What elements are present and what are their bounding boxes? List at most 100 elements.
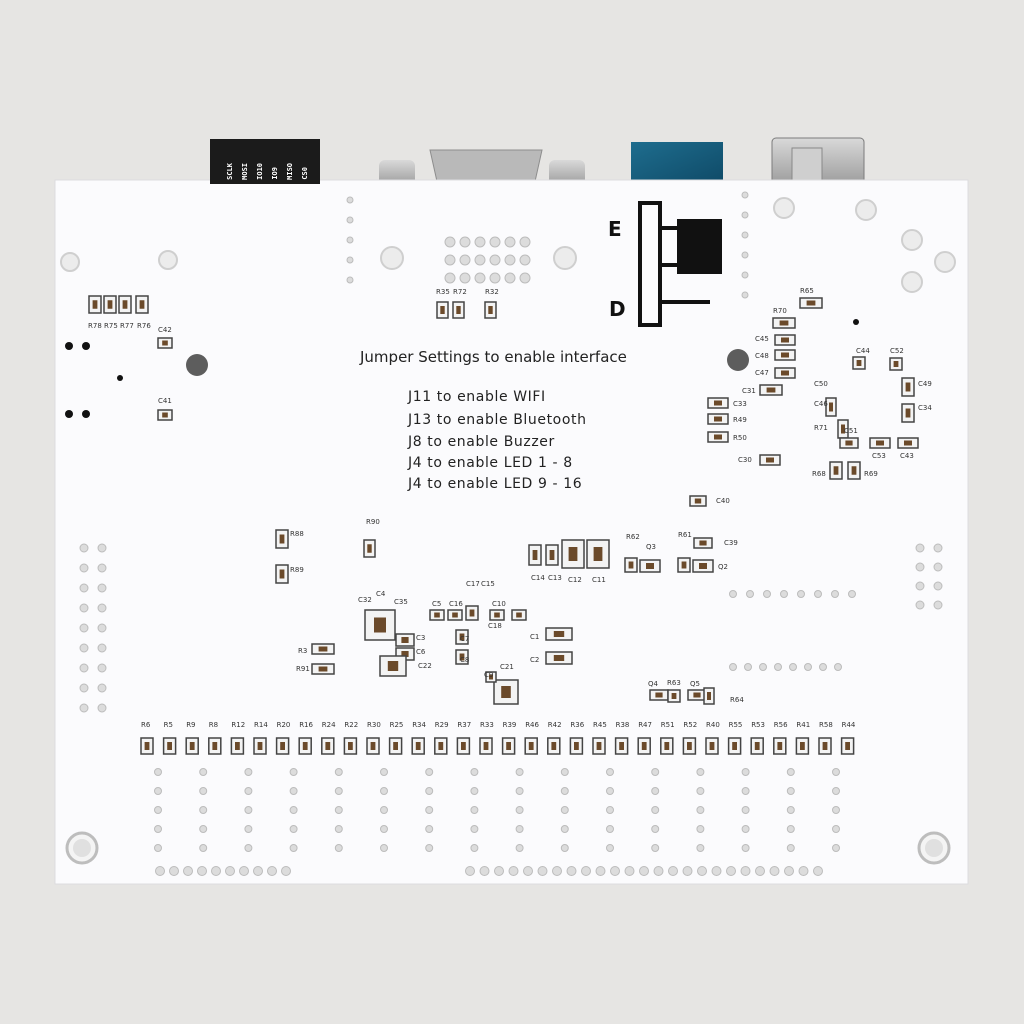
label-c33: C33 <box>733 400 747 408</box>
pad <box>560 787 569 795</box>
smd-part <box>727 737 742 755</box>
pad <box>848 590 856 598</box>
jumper-line-led-9-16: J4 to enable LED 9 - 16 <box>408 476 583 492</box>
pad <box>380 806 388 814</box>
smd-part <box>455 649 469 665</box>
label-r76: R76 <box>137 322 151 330</box>
pad <box>933 562 943 572</box>
smd-part <box>677 557 691 573</box>
label-r89: R89 <box>290 566 304 574</box>
pad <box>711 866 722 876</box>
pad <box>459 254 471 266</box>
pad <box>537 866 548 876</box>
pad <box>786 825 795 833</box>
smd-part <box>818 737 832 755</box>
label-c12: C12 <box>568 576 582 584</box>
pad <box>199 844 208 852</box>
label-c5: C5 <box>432 600 442 608</box>
mount-hole <box>186 354 208 376</box>
label-c8: C8 <box>460 656 470 664</box>
smd-part <box>869 437 891 449</box>
smd-part <box>852 356 866 370</box>
smd-part <box>447 609 463 621</box>
smd-part <box>897 437 919 449</box>
pad <box>479 866 490 876</box>
pad <box>79 583 89 593</box>
pad <box>225 866 235 876</box>
pad <box>199 787 208 795</box>
smd-part <box>901 377 915 397</box>
pad <box>474 272 486 284</box>
pad <box>97 583 107 593</box>
smd-part <box>275 564 289 584</box>
pad <box>244 787 253 795</box>
smd-part <box>485 671 497 683</box>
pad <box>425 825 434 833</box>
pad <box>199 768 208 776</box>
label-c17: C17 <box>466 580 480 588</box>
smd-part <box>682 737 697 755</box>
smd-part <box>456 737 471 755</box>
pad <box>244 844 253 852</box>
pad <box>334 787 343 795</box>
pad <box>832 787 840 795</box>
pad <box>797 590 805 598</box>
pad <box>741 844 750 852</box>
pad <box>289 806 298 814</box>
header-pin-label: CS0 <box>301 167 309 180</box>
pad <box>741 251 749 259</box>
pad <box>624 866 635 876</box>
pad <box>79 543 89 553</box>
pad <box>606 844 614 852</box>
label-c4: C4 <box>376 590 386 598</box>
pad <box>915 562 925 572</box>
pad <box>79 643 89 653</box>
label-c3: C3 <box>416 634 426 642</box>
resistor-label: R58 <box>819 721 833 729</box>
pad <box>183 866 193 876</box>
smd-part <box>157 337 173 349</box>
resistor-label: R22 <box>344 721 359 729</box>
smd-part <box>667 689 681 703</box>
pad <box>489 254 501 266</box>
pad <box>763 590 771 598</box>
label-q4: Q4 <box>648 680 658 688</box>
resistor-label: R12 <box>231 721 246 729</box>
smd-part <box>528 544 542 566</box>
pad <box>560 806 569 814</box>
through-hole-pads <box>79 191 943 876</box>
leds <box>60 197 956 293</box>
jumper-settings-title: Jumper Settings to enable interface <box>360 348 627 366</box>
pad <box>154 787 162 795</box>
smd-part <box>363 539 376 558</box>
pad <box>504 272 516 284</box>
pad <box>834 663 842 671</box>
pad <box>504 254 516 266</box>
pad <box>346 256 354 264</box>
smd-part <box>569 737 584 755</box>
smd-part <box>434 737 448 755</box>
jumper-line-bluetooth: J13 to enable Bluetooth <box>408 412 587 428</box>
pad <box>653 866 664 876</box>
pad <box>211 866 221 876</box>
smd-part <box>561 539 585 569</box>
pad <box>289 768 298 776</box>
pad <box>334 768 343 776</box>
smd-part <box>364 609 396 641</box>
resistor-label: R41 <box>796 721 811 729</box>
resistor-label: R39 <box>502 721 517 729</box>
smd-part <box>429 609 445 621</box>
pad <box>832 806 840 814</box>
label-r69: R69 <box>864 470 878 478</box>
label-c31: C31 <box>742 387 756 395</box>
pad <box>741 231 749 239</box>
label-c34: C34 <box>918 404 932 412</box>
pad <box>610 866 620 876</box>
usb-connector <box>771 137 865 187</box>
resistor-label: R44 <box>841 721 856 729</box>
smd-part <box>759 384 783 396</box>
jumper-line-wifi: J11 to enable WIFI <box>408 389 546 405</box>
label-c13: C13 <box>548 574 562 582</box>
label-r70: R70 <box>773 307 787 315</box>
